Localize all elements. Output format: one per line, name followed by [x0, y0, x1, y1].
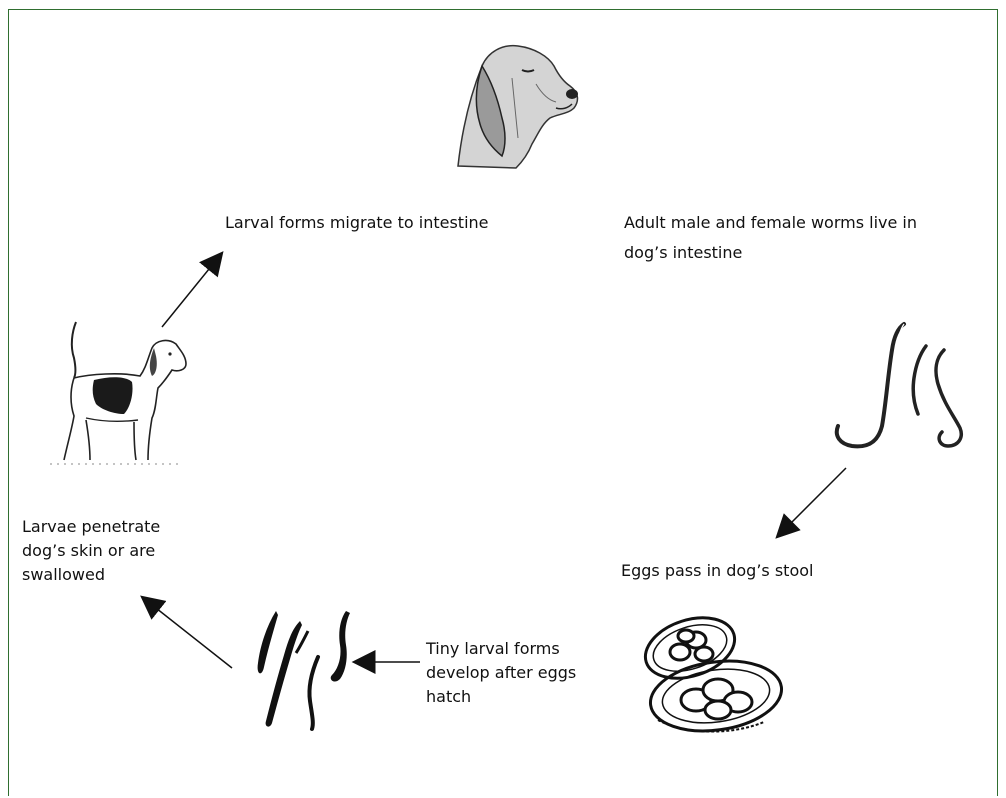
- arrow-to-intestine: [162, 253, 222, 327]
- arrow-larvae-to-penetrate: [142, 597, 232, 668]
- arrow-worms-to-eggs: [777, 468, 846, 537]
